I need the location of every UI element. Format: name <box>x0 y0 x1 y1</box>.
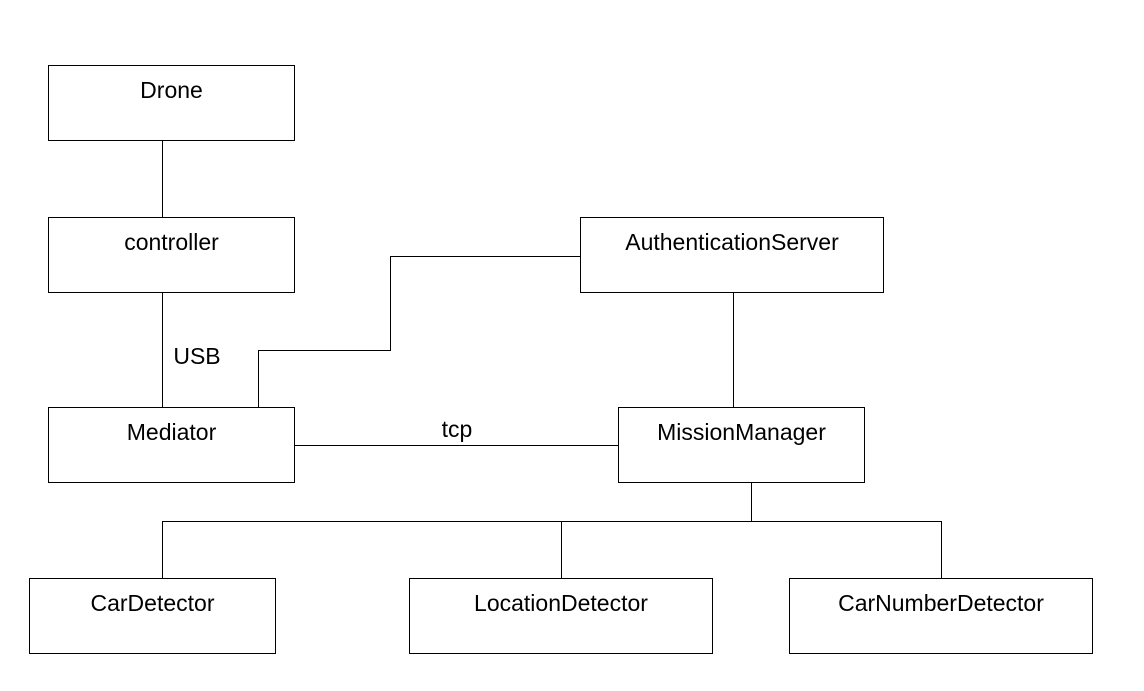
node-controller: controller <box>48 217 295 293</box>
node-label-car-detector: CarDetector <box>91 590 215 616</box>
node-authentication-server: AuthenticationServer <box>580 217 884 293</box>
node-mission-manager: MissionManager <box>618 407 865 483</box>
node-label-mission-manager: MissionManager <box>657 419 826 445</box>
edge-label-usb: USB <box>173 343 220 369</box>
node-drone: Drone <box>48 65 295 141</box>
node-label-car-number-detector: CarNumberDetector <box>838 590 1044 616</box>
connectors <box>162 140 942 578</box>
node-label-location-detector: LocationDetector <box>474 590 648 616</box>
node-label-authentication-server: AuthenticationServer <box>625 229 839 255</box>
node-mediator: Mediator <box>48 407 295 483</box>
edge-label-tcp: tcp <box>442 416 473 442</box>
connector-detector-bus <box>162 521 942 578</box>
node-location-detector: LocationDetector <box>409 578 713 654</box>
node-label-controller: controller <box>124 229 219 255</box>
node-car-detector: CarDetector <box>29 578 276 654</box>
node-label-mediator: Mediator <box>127 419 217 445</box>
connector-mediator-authentication-server <box>258 256 580 407</box>
node-car-number-detector: CarNumberDetector <box>789 578 1093 654</box>
node-label-drone: Drone <box>140 77 203 103</box>
